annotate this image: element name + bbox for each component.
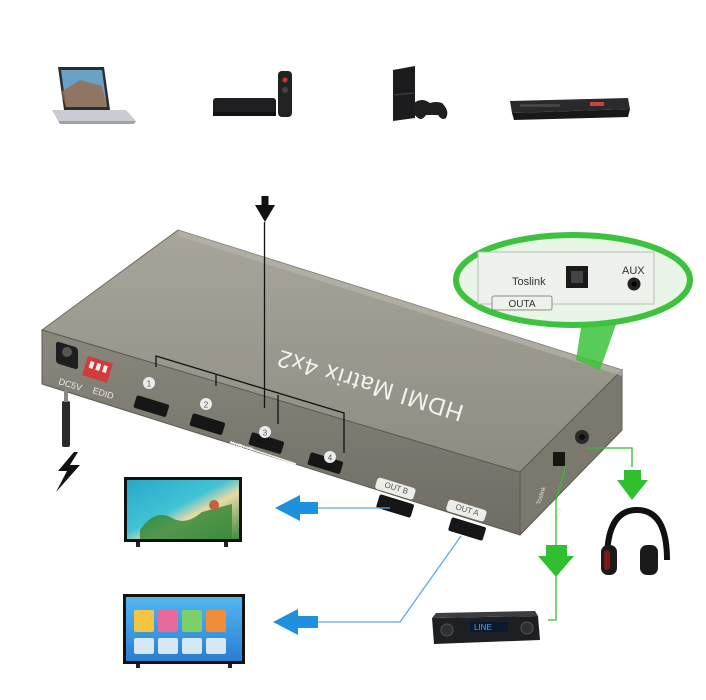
side-aux-port[interactable] (575, 430, 589, 444)
game-console-icon (393, 66, 415, 121)
audio-line-aux (587, 447, 648, 500)
callout-outa-badge: OUTA (491, 295, 553, 311)
hdmi-input-port-1[interactable] (133, 395, 170, 417)
hdmi-matrix-device: HDMI Matrix 4x2 (40, 229, 623, 537)
port-number-2: 2 (200, 398, 212, 410)
hdmi-output-a-port[interactable] (448, 517, 487, 541)
input-down-arrow (155, 196, 345, 453)
port-number-1: 1 (143, 377, 155, 389)
hdmi-input-port-4[interactable] (307, 452, 344, 474)
tv-beach-icon (124, 477, 242, 547)
callout-toslink-label: Toslink (512, 276, 546, 288)
port-number-3: 3 (259, 426, 271, 438)
callout-aux-label: AUX (622, 265, 645, 277)
input-bracket (229, 441, 297, 465)
side-toslink-port[interactable] (553, 452, 565, 466)
receiver-display: LINE (474, 623, 492, 632)
side-aux-label: AUX (554, 507, 564, 521)
hdmi-input-port-3[interactable] (248, 432, 285, 454)
laptop-icon (52, 67, 136, 124)
edid-switch[interactable] (82, 356, 113, 383)
power-port (56, 341, 78, 370)
hdmi-input-port-2[interactable] (189, 413, 226, 435)
remote-icon (278, 71, 292, 117)
gamepad-icon (412, 100, 448, 119)
av-receiver-icon: LINE (432, 611, 540, 644)
dvd-player-icon (510, 98, 630, 120)
svg-text:2: 2 (204, 401, 209, 410)
side-toslink-label: Toslink (536, 485, 548, 505)
power-plug-icon (62, 390, 70, 447)
tv-box-icon (213, 98, 276, 116)
headphones-icon (601, 506, 670, 575)
svg-text:1: 1 (147, 380, 152, 389)
svg-text:3: 3 (263, 429, 268, 438)
video-line-out-b (275, 495, 390, 521)
svg-text:OUTA: OUTA (508, 299, 535, 310)
lightning-icon (56, 452, 80, 492)
audio-line-toslink (538, 464, 574, 621)
video-line-out-a (273, 535, 462, 635)
svg-text:4: 4 (328, 454, 333, 463)
hdmi-output-b-port[interactable] (376, 494, 415, 518)
port-number-4: 4 (324, 451, 336, 463)
tv-apps-icon (123, 594, 245, 668)
